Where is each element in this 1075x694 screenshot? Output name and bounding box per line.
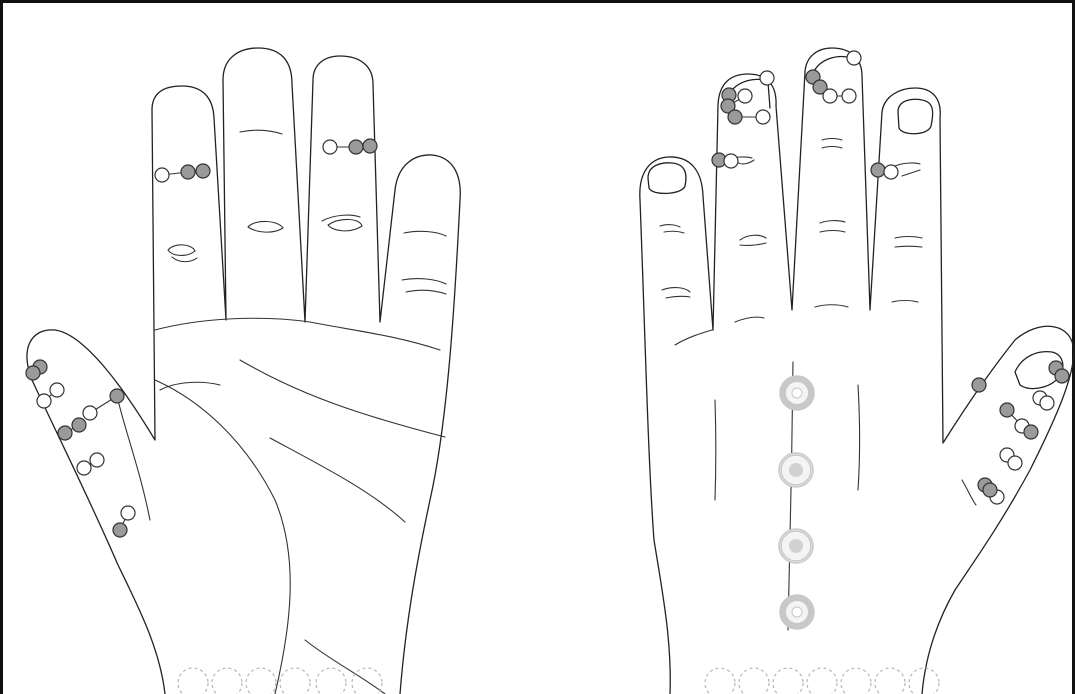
palm-crease [240, 130, 282, 134]
filled-marker-icon [110, 389, 124, 403]
knuckle-crease [740, 235, 766, 240]
strap-circle-icon [316, 668, 346, 694]
strap-circle-icon [280, 668, 310, 694]
knuckle-crease [895, 237, 922, 239]
sensor-center-icon [792, 388, 802, 398]
strap-circle-icon [773, 668, 803, 694]
palm-crease [155, 318, 440, 350]
filled-marker-icon [728, 110, 742, 124]
knuckle-crease [666, 296, 690, 298]
palm-crease [402, 279, 446, 284]
open-marker-icon [90, 453, 104, 467]
back-hand-outline [640, 48, 1074, 694]
nail [898, 99, 933, 133]
palm-crease [404, 231, 446, 236]
strap-circle-icon [705, 668, 735, 694]
open-marker-icon [738, 89, 752, 103]
open-marker-icon [1040, 396, 1054, 410]
palm-crease [270, 438, 405, 522]
knuckle-crease [820, 221, 845, 223]
knuckle-crease [664, 231, 684, 233]
palm-crease [305, 640, 385, 694]
wrist-strap-layer [178, 668, 939, 694]
filled-marker-icon [26, 366, 40, 380]
knuckle-crease [822, 139, 842, 141]
sensor-layer [779, 376, 814, 629]
palm-crease [118, 400, 150, 520]
strap-circle-icon [739, 668, 769, 694]
filled-marker-icon [113, 523, 127, 537]
tendon-line [962, 480, 976, 505]
palm-crease [406, 290, 446, 294]
strap-circle-icon [246, 668, 276, 694]
strap-circle-icon [212, 668, 242, 694]
palm-hand-outline [27, 48, 460, 694]
filled-marker-icon [72, 418, 86, 432]
filled-marker-icon [1055, 369, 1069, 383]
palm-hand [27, 48, 460, 694]
knuckle-crease [895, 163, 920, 166]
knuckle-crease [660, 225, 680, 227]
sensor-center-icon [789, 539, 803, 553]
filled-marker-icon [972, 378, 986, 392]
palm-crease [248, 221, 283, 232]
palm-crease [328, 219, 362, 230]
nail [648, 163, 686, 194]
open-marker-icon [1008, 456, 1022, 470]
knuckle-crease [740, 243, 766, 245]
strap-circle-icon [875, 668, 905, 694]
knuckle-crease [892, 301, 918, 303]
filled-marker-icon [181, 165, 195, 179]
filled-marker-icon [871, 163, 885, 177]
filled-marker-icon [58, 426, 72, 440]
filled-marker-icon [983, 483, 997, 497]
strap-circle-icon [841, 668, 871, 694]
knuckle-crease [675, 330, 712, 345]
palm-crease [172, 257, 197, 262]
open-marker-icon [83, 406, 97, 420]
back-hand [640, 48, 1074, 694]
open-marker-icon [77, 461, 91, 475]
open-marker-icon [884, 165, 898, 179]
filled-marker-icon [1024, 425, 1038, 439]
tendon-line [715, 400, 716, 500]
knuckle-crease [815, 305, 848, 307]
open-marker-icon [37, 394, 51, 408]
tendon-line [858, 385, 860, 490]
filled-marker-icon [349, 140, 363, 154]
knuckle-crease [820, 231, 845, 233]
knuckle-crease [895, 246, 922, 247]
open-marker-icon [155, 168, 169, 182]
palm-crease [160, 382, 220, 390]
knuckle-crease [822, 147, 842, 149]
strap-circle-icon [807, 668, 837, 694]
strap-circle-icon [178, 668, 208, 694]
sensor-center-icon [792, 607, 802, 617]
sensor-center-icon [789, 463, 803, 477]
knuckle-crease [737, 160, 754, 164]
open-marker-icon [724, 154, 738, 168]
palm-crease [240, 360, 445, 437]
open-marker-icon [323, 140, 337, 154]
knuckle-crease [735, 317, 764, 322]
filled-marker-icon [196, 164, 210, 178]
marker-layer [26, 51, 1069, 537]
palm-crease [168, 245, 195, 256]
palm-crease [155, 380, 290, 694]
open-marker-icon [823, 89, 837, 103]
knuckle-crease [662, 288, 690, 292]
knuckle-crease [902, 170, 920, 176]
filled-marker-icon [363, 139, 377, 153]
open-marker-icon [847, 51, 861, 65]
filled-marker-icon [1000, 403, 1014, 417]
open-marker-icon [760, 71, 774, 85]
open-marker-icon [842, 89, 856, 103]
open-marker-icon [121, 506, 135, 520]
open-marker-icon [756, 110, 770, 124]
open-marker-icon [50, 383, 64, 397]
